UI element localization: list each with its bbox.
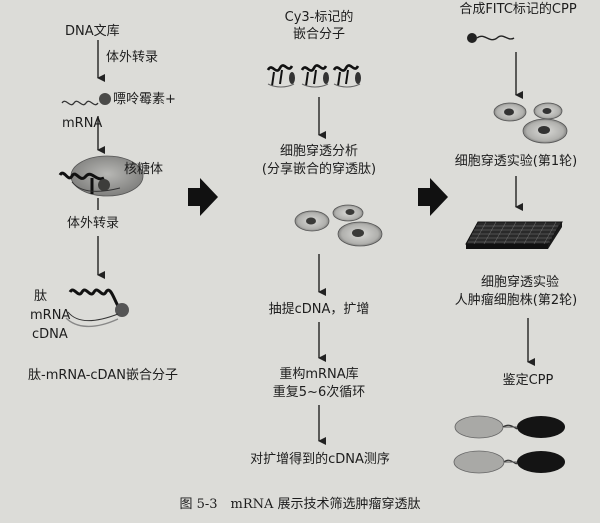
cy3-molecules-icon	[266, 64, 361, 88]
cy3-label-line2: 嵌合分子	[292, 27, 345, 42]
figure-caption: 图 5-3 mRNA 展示技术筛选肿瘤穿透肽	[179, 497, 421, 512]
rebuild-label-line1: 重构mRNA库	[279, 367, 359, 382]
in-vitro-transcription-label-2: 体外转录	[67, 216, 120, 231]
complex-label: 肽-mRNA-cDAN嵌合分子	[28, 368, 178, 383]
ribosome-icon	[58, 155, 144, 197]
well-plate-icon	[465, 221, 563, 249]
fitc-cpp-icon	[467, 33, 515, 43]
cpp-cells-icon	[453, 415, 565, 474]
big-arrow-right	[418, 178, 448, 216]
cdna-label: cDNA	[32, 327, 68, 342]
peptide-mrna-cdna-icon	[65, 288, 129, 328]
sequencing-label: 对扩增得到的cDNA测序	[250, 452, 390, 467]
round2-label-line2: 人肿瘤细胞株(第2轮)	[454, 293, 578, 308]
mrna-puromycin-icon	[61, 93, 111, 106]
ribosome-label: 核糖体	[124, 162, 164, 177]
round1-label: 细胞穿透实验(第1轮)	[454, 154, 578, 169]
fitc-label: 合成FITC标记的CPP	[459, 2, 577, 17]
mrna-label-2: mRNA	[30, 308, 71, 323]
dna-library-label: DNA文库	[65, 24, 120, 39]
puromycin-label: 嘌呤霉素+	[113, 92, 176, 107]
cells-middle-icon	[294, 204, 383, 247]
cy3-label-line1: Cy3-标记的	[284, 10, 354, 25]
penetration-label-line2: (分享嵌合的穿透肽)	[261, 162, 377, 177]
round2-label-line1: 细胞穿透实验	[480, 275, 559, 290]
extract-label: 抽提cDNA，扩增	[268, 302, 370, 317]
rebuild-label-line2: 重复5~6次循环	[272, 385, 366, 400]
cells-right-icon	[493, 102, 568, 144]
peptide-label: 肽	[34, 289, 48, 304]
big-arrow-left	[188, 178, 218, 216]
mrna-label: mRNA	[62, 116, 103, 131]
identify-label: 鉴定CPP	[502, 373, 554, 388]
in-vitro-transcription-label: 体外转录	[106, 50, 159, 65]
penetration-label-line1: 细胞穿透分析	[279, 144, 358, 159]
